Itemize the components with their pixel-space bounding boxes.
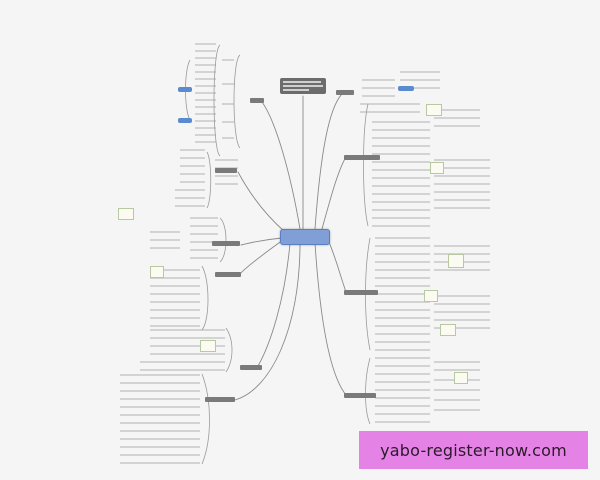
branch-line-lower-right: [314, 242, 347, 396]
node-thumbnail: [440, 324, 456, 336]
node-thumbnail: [430, 162, 444, 174]
node-thumbnail: [424, 290, 438, 302]
node-thumbnail: [118, 208, 134, 220]
node-thumbnail: [448, 254, 464, 268]
header-note-box: [280, 78, 326, 94]
branch-line-top-left: [261, 101, 301, 230]
left-blue-tag: [178, 87, 192, 92]
central-topic-node: [280, 229, 330, 245]
branch-line-bottom-left: [234, 242, 301, 401]
branch-line-mid-left: [237, 239, 284, 277]
branch-line-lower-left: [257, 242, 291, 367]
watermark-text: yabo-register-now.com: [380, 440, 567, 460]
branch-line-upper-left: [237, 171, 286, 233]
watermark-banner: yabo-register-now.com: [359, 431, 588, 469]
node-thumbnail: [426, 104, 442, 116]
branch-line-upper-right: [321, 156, 347, 230]
node-thumbnail: [200, 340, 216, 352]
branch-line-top-right: [314, 91, 345, 230]
left-blue-tag-2: [178, 118, 192, 123]
right-blue-tag: [398, 86, 414, 91]
node-thumbnail: [454, 372, 468, 384]
node-thumbnail: [150, 266, 164, 278]
branch-line-right: [327, 239, 347, 293]
branch-line-left: [240, 237, 283, 246]
